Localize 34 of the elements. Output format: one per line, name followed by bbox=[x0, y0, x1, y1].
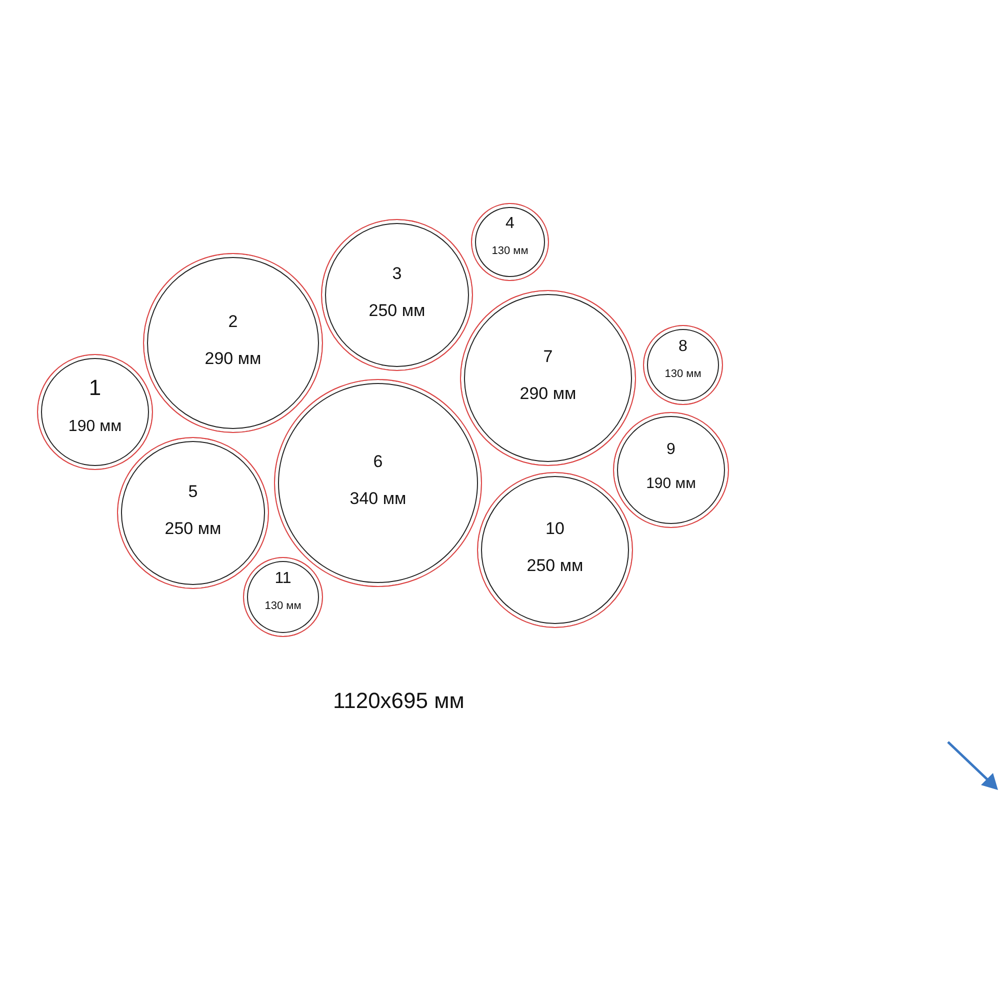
circle-shape bbox=[143, 253, 323, 433]
circle-shape bbox=[477, 472, 633, 628]
circle-shape bbox=[613, 412, 729, 528]
circle-number: 4 bbox=[506, 216, 514, 232]
circle-number: 6 bbox=[373, 452, 383, 470]
diameter-label: 130 мм bbox=[492, 246, 528, 257]
circle-number: 2 bbox=[228, 312, 238, 330]
circle-shape bbox=[471, 203, 549, 281]
circle-number: 8 bbox=[678, 339, 688, 356]
circle-number: 7 bbox=[543, 348, 553, 365]
circle-shape bbox=[321, 219, 473, 371]
overall-size-label: 1120x695 мм bbox=[333, 688, 464, 714]
circle-shape bbox=[643, 325, 723, 405]
diameter-label: 130 мм bbox=[264, 600, 302, 612]
diameter-label: 190 мм bbox=[68, 418, 122, 435]
diameter-label: 250 мм bbox=[526, 557, 584, 574]
circle-number: 3 bbox=[392, 264, 402, 282]
circle-number: 1 bbox=[88, 377, 102, 400]
diameter-label: 290 мм bbox=[204, 350, 262, 368]
circle-shape bbox=[243, 557, 323, 637]
circle-number: 10 bbox=[546, 520, 564, 537]
diameter-label: 190 мм bbox=[646, 476, 696, 491]
circle-shape bbox=[37, 354, 153, 470]
circle-number: 9 bbox=[666, 442, 676, 458]
diameter-label: 290 мм bbox=[520, 385, 576, 402]
circle-shape bbox=[117, 437, 269, 589]
circle-number: 11 bbox=[274, 571, 292, 588]
diameter-label: 130 мм bbox=[664, 368, 702, 380]
circle-shape bbox=[274, 379, 482, 587]
circle-number: 5 bbox=[188, 482, 198, 500]
circle-shape bbox=[460, 290, 636, 466]
diameter-label: 340 мм bbox=[350, 490, 406, 508]
diameter-label: 250 мм bbox=[368, 302, 426, 320]
diameter-label: 250 мм bbox=[164, 520, 222, 538]
